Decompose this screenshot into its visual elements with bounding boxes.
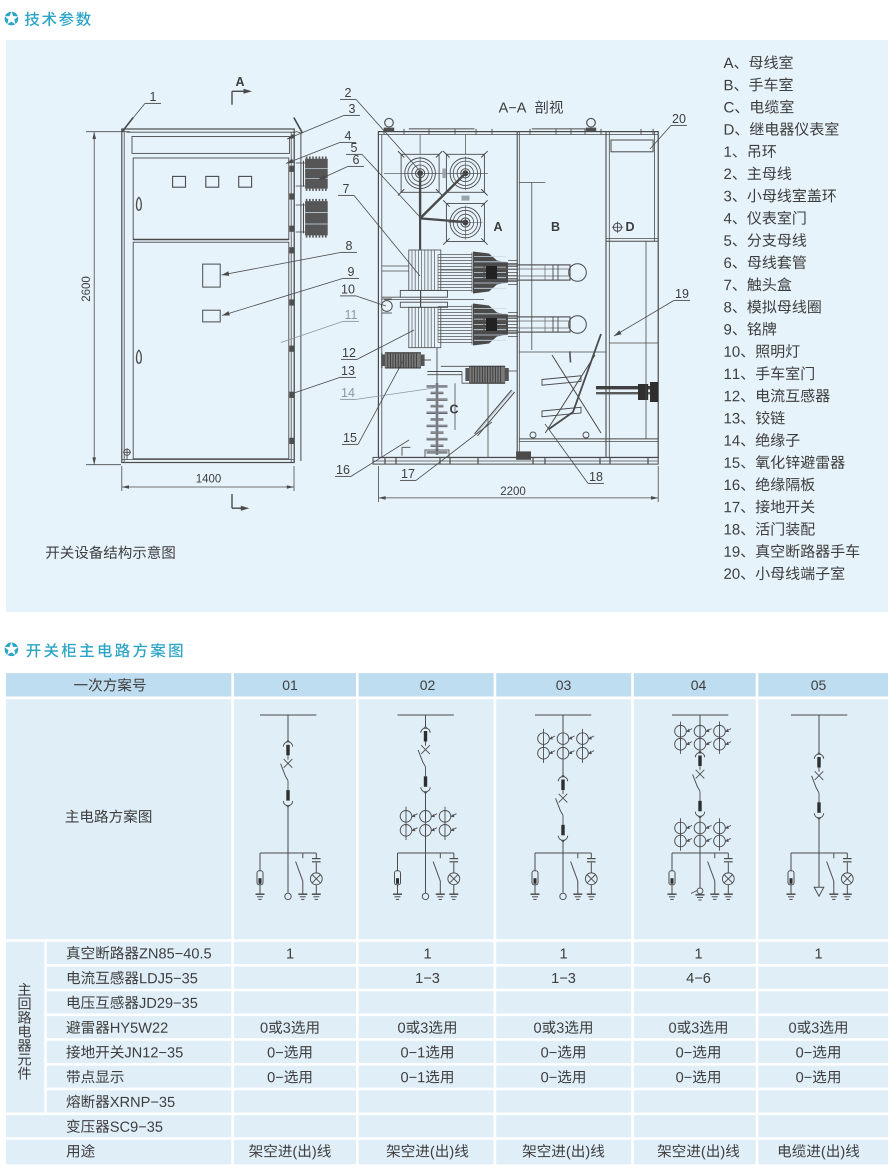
- svg-text:12: 12: [342, 346, 356, 360]
- svg-text:4−6: 4−6: [686, 971, 711, 987]
- svg-text:10: 10: [341, 283, 355, 297]
- svg-text:13: 13: [341, 364, 355, 378]
- svg-text:03: 03: [556, 677, 572, 693]
- svg-text:4: 4: [345, 129, 352, 143]
- svg-text:D: D: [625, 220, 634, 234]
- svg-text:6: 6: [353, 153, 360, 167]
- svg-text:A: A: [235, 75, 244, 89]
- svg-text:16: 16: [336, 463, 350, 477]
- svg-text:2: 2: [345, 86, 352, 100]
- svg-text:8: 8: [346, 239, 353, 253]
- svg-text:1−3: 1−3: [551, 971, 576, 987]
- svg-text:1: 1: [814, 946, 822, 962]
- svg-text:02: 02: [420, 677, 436, 693]
- svg-text:05: 05: [811, 677, 827, 693]
- svg-text:1: 1: [559, 946, 567, 962]
- svg-text:7: 7: [343, 182, 350, 196]
- svg-text:17: 17: [401, 467, 415, 481]
- svg-text:2600: 2600: [81, 276, 93, 302]
- svg-text:5: 5: [351, 141, 358, 155]
- svg-text:14: 14: [341, 386, 355, 400]
- svg-text:11: 11: [345, 308, 358, 322]
- svg-text:C: C: [449, 403, 458, 417]
- svg-text:1: 1: [694, 946, 702, 962]
- svg-text:18: 18: [589, 470, 603, 484]
- svg-text:15: 15: [343, 431, 357, 445]
- svg-text:1: 1: [286, 946, 294, 962]
- svg-text:B: B: [551, 220, 560, 234]
- svg-text:04: 04: [691, 677, 707, 693]
- svg-text:1400: 1400: [196, 474, 222, 486]
- svg-text:3: 3: [349, 102, 356, 116]
- svg-text:1: 1: [423, 946, 431, 962]
- svg-text:A: A: [493, 220, 502, 234]
- svg-text:1: 1: [150, 90, 157, 104]
- svg-text:19: 19: [675, 287, 689, 301]
- svg-text:01: 01: [282, 677, 298, 693]
- svg-text:20: 20: [672, 112, 686, 126]
- svg-text:2200: 2200: [500, 486, 526, 498]
- svg-text:9: 9: [348, 265, 355, 279]
- svg-text:1−3: 1−3: [415, 971, 440, 987]
